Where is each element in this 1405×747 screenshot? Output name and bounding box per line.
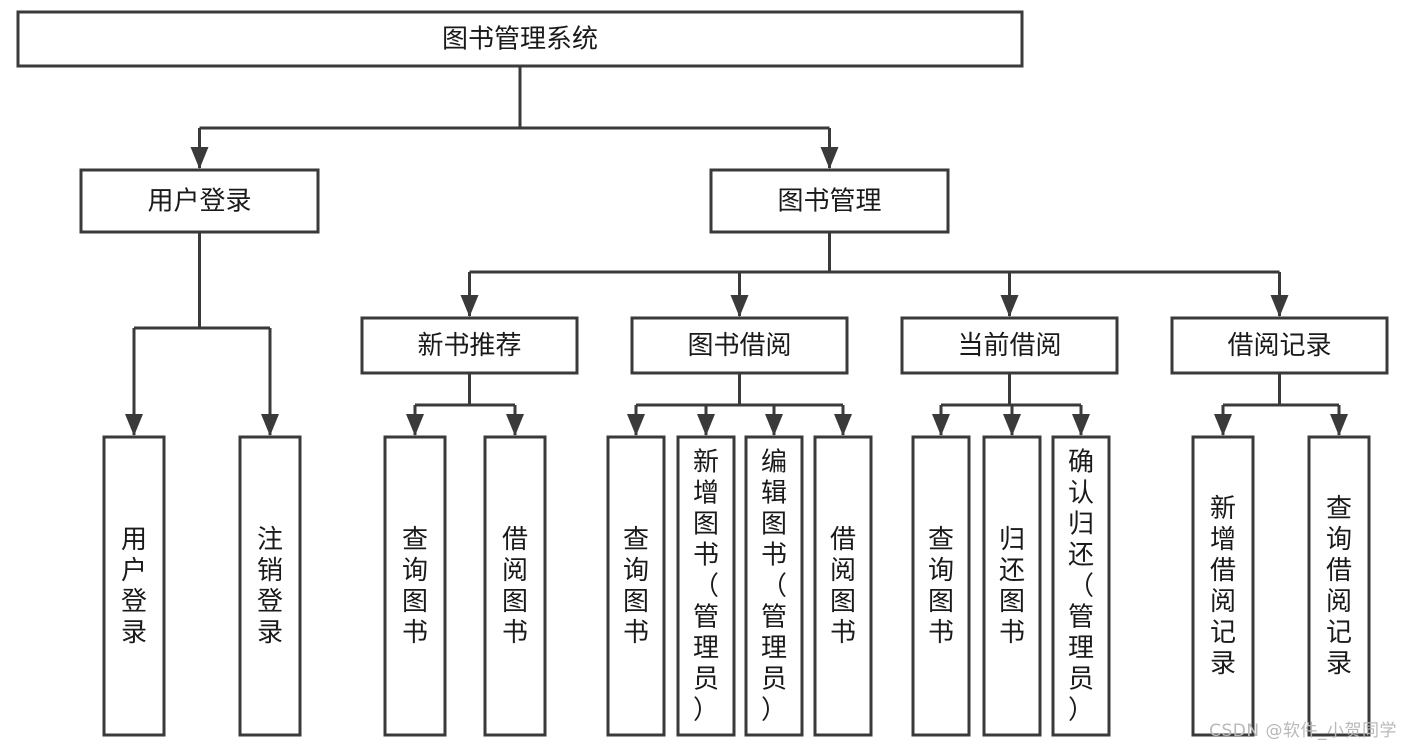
node-box-leaf-add-book-admin bbox=[676, 435, 736, 737]
node-label-current-borrow: 当前借阅 bbox=[957, 331, 1061, 361]
node-book-borrow[interactable]: 图书借阅 bbox=[630, 316, 849, 375]
node-label-leaf-return-book: 归还图书 bbox=[999, 525, 1025, 648]
node-box-user-login bbox=[79, 168, 320, 234]
node-box-book-borrow bbox=[630, 316, 849, 375]
node-box-leaf-return-book bbox=[982, 435, 1042, 737]
node-label-leaf-edit-book-admin: 编辑图书（管理员） bbox=[761, 448, 787, 726]
node-leaf-query-borrow-record[interactable]: 查询借阅记录 bbox=[1307, 435, 1371, 737]
node-label-borrow-record: 借阅记录 bbox=[1227, 331, 1331, 361]
node-current-borrow[interactable]: 当前借阅 bbox=[900, 316, 1119, 375]
node-box-book-management bbox=[709, 168, 950, 234]
node-user-login[interactable]: 用户登录 bbox=[79, 168, 320, 234]
node-leaf-query-book-cur[interactable]: 查询图书 bbox=[911, 435, 971, 737]
node-label-user-login: 用户登录 bbox=[147, 187, 251, 217]
node-box-borrow-record bbox=[1170, 316, 1389, 375]
node-leaf-user-login[interactable]: 用户登录 bbox=[102, 435, 166, 737]
node-leaf-confirm-return-admin[interactable]: 确认归还（管理员） bbox=[1051, 435, 1111, 737]
node-borrow-record[interactable]: 借阅记录 bbox=[1170, 316, 1389, 375]
node-layer: 图书管理系统用户登录图书管理新书推荐图书借阅当前借阅借阅记录用户登录注销登录查询… bbox=[16, 10, 1389, 737]
node-leaf-borrow-book-rec[interactable]: 借阅图书 bbox=[483, 435, 547, 737]
node-leaf-query-book-borrow[interactable]: 查询图书 bbox=[606, 435, 666, 737]
node-box-leaf-query-book-cur bbox=[911, 435, 971, 737]
node-leaf-borrow-book[interactable]: 借阅图书 bbox=[813, 435, 873, 737]
connector-layer bbox=[125, 66, 1348, 436]
node-leaf-add-borrow-record[interactable]: 新增借阅记录 bbox=[1191, 435, 1255, 737]
node-label-leaf-borrow-book-rec: 借阅图书 bbox=[502, 525, 528, 648]
node-leaf-add-book-admin[interactable]: 新增图书（管理员） bbox=[676, 435, 736, 737]
node-label-leaf-query-book-rec: 查询图书 bbox=[402, 525, 428, 648]
node-box-current-borrow bbox=[900, 316, 1119, 375]
node-box-leaf-borrow-book bbox=[813, 435, 873, 737]
node-label-leaf-borrow-book: 借阅图书 bbox=[830, 525, 856, 648]
node-label-leaf-confirm-return-admin: 确认归还（管理员） bbox=[1068, 448, 1094, 726]
node-leaf-edit-book-admin[interactable]: 编辑图书（管理员） bbox=[744, 435, 804, 737]
csdn-watermark: CSDN @软件_小贺同学 bbox=[1209, 721, 1397, 741]
node-leaf-logout[interactable]: 注销登录 bbox=[238, 435, 302, 737]
node-box-leaf-query-book-rec bbox=[383, 435, 447, 737]
node-label-leaf-add-book-admin: 新增图书（管理员） bbox=[693, 448, 719, 726]
node-box-leaf-edit-book-admin bbox=[744, 435, 804, 737]
node-label-book-borrow: 图书借阅 bbox=[687, 331, 791, 361]
node-box-leaf-query-borrow-record bbox=[1307, 435, 1371, 737]
node-label-leaf-add-borrow-record: 新增借阅记录 bbox=[1210, 494, 1236, 679]
node-box-leaf-add-borrow-record bbox=[1191, 435, 1255, 737]
node-label-root: 图书管理系统 bbox=[442, 25, 598, 55]
node-box-leaf-borrow-book-rec bbox=[483, 435, 547, 737]
node-book-management[interactable]: 图书管理 bbox=[709, 168, 950, 234]
node-label-book-management: 图书管理 bbox=[777, 187, 881, 217]
node-label-leaf-query-book-borrow: 查询图书 bbox=[623, 525, 649, 648]
node-box-leaf-query-book-borrow bbox=[606, 435, 666, 737]
node-box-leaf-user-login bbox=[102, 435, 166, 737]
node-label-leaf-logout: 注销登录 bbox=[257, 525, 283, 648]
node-leaf-return-book[interactable]: 归还图书 bbox=[982, 435, 1042, 737]
node-box-leaf-logout bbox=[238, 435, 302, 737]
node-box-leaf-confirm-return-admin bbox=[1051, 435, 1111, 737]
node-label-leaf-query-book-cur: 查询图书 bbox=[928, 525, 954, 648]
node-label-leaf-query-borrow-record: 查询借阅记录 bbox=[1326, 494, 1352, 679]
node-box-new-book-recommend bbox=[360, 316, 579, 375]
node-label-new-book-recommend: 新书推荐 bbox=[417, 331, 521, 361]
node-label-leaf-user-login: 用户登录 bbox=[121, 525, 147, 648]
node-leaf-query-book-rec[interactable]: 查询图书 bbox=[383, 435, 447, 737]
node-box-root bbox=[16, 10, 1024, 68]
node-new-book-recommend[interactable]: 新书推荐 bbox=[360, 316, 579, 375]
node-root[interactable]: 图书管理系统 bbox=[16, 10, 1024, 68]
